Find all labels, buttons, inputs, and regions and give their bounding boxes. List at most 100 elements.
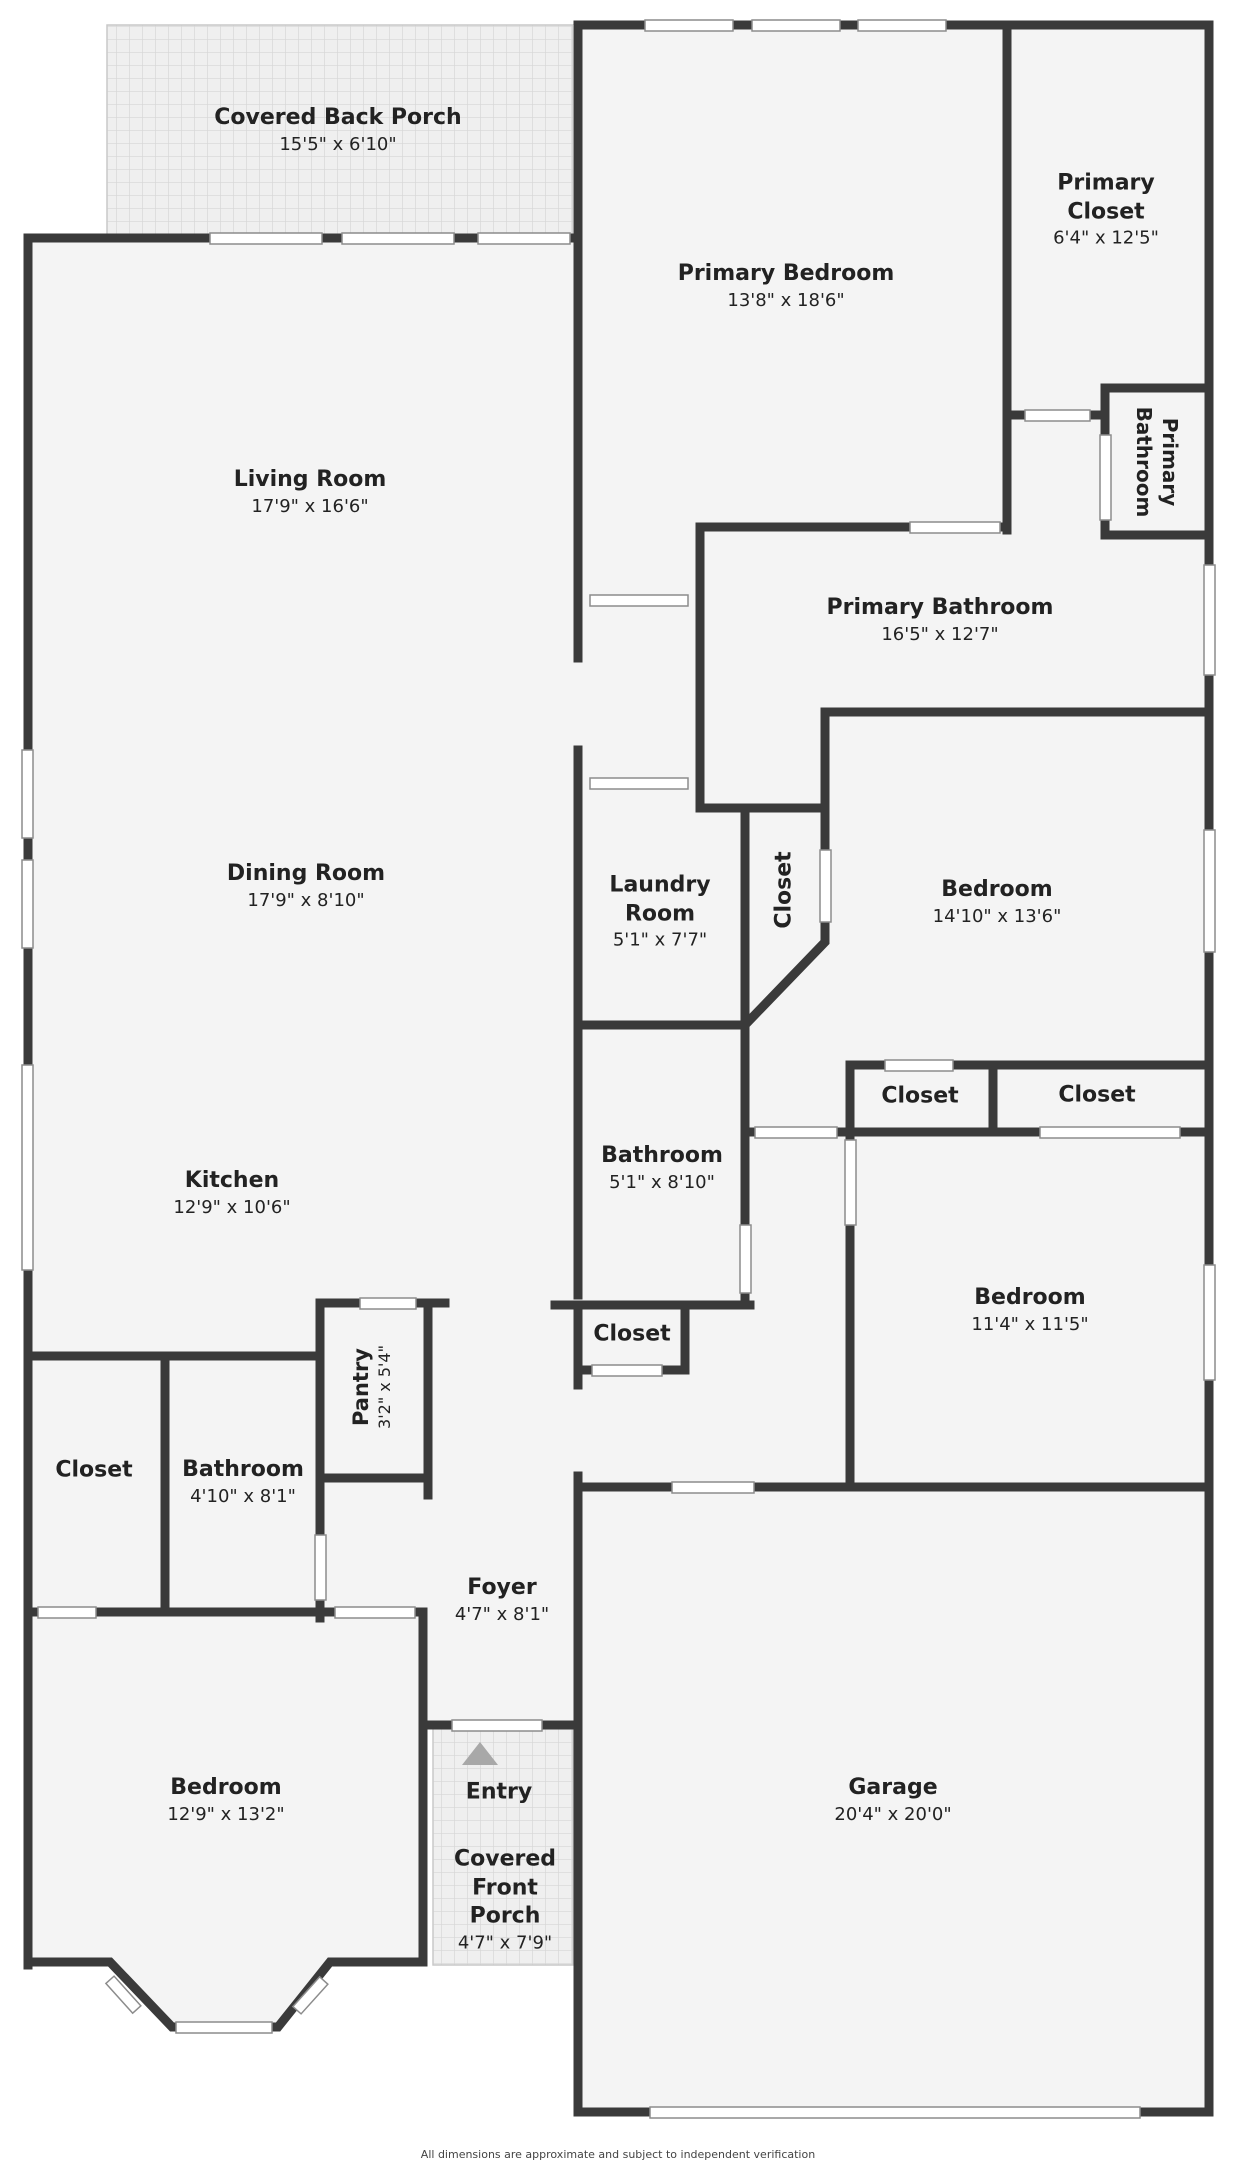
room-name: Primary Bathroom <box>826 595 1054 621</box>
label-garage: Garage 20'4" x 20'0" <box>834 1774 951 1826</box>
label-closet-front: Closet <box>55 1457 132 1486</box>
door-bedroom3 <box>844 1139 857 1226</box>
label-closet-laundry: Closet <box>771 851 800 928</box>
room-dimensions: 4'7" x 8'1" <box>454 1603 550 1625</box>
label-primary-bathroom: Primary Bathroom 16'5" x 12'7" <box>827 594 1054 646</box>
room-dimensions: 3'2" x 5'4" <box>375 1345 395 1429</box>
door-closet-a <box>884 1059 954 1072</box>
room-name: Garage <box>848 1775 938 1801</box>
room-name: Foyer <box>467 1575 537 1601</box>
window-suite-top-1 <box>644 19 734 32</box>
door-pantry <box>359 1297 417 1310</box>
room-name: Bathroom <box>182 1457 304 1483</box>
label-dining-room: Dining Room 17'9" x 8'10" <box>227 860 385 912</box>
door-closet-front <box>37 1606 97 1619</box>
room-dimensions: 15'5" x 6'10" <box>279 133 397 155</box>
label-living-room: Living Room 17'9" x 16'6" <box>234 466 387 518</box>
label-bathroom-hall: Bathroom 5'1" x 8'10" <box>601 1142 723 1194</box>
door-laundry <box>589 777 689 790</box>
label-pantry: Pantry 3'2" x 5'4" <box>348 1345 396 1429</box>
room-name: Primary Closet <box>1057 170 1155 225</box>
room-name: Pantry <box>348 1347 373 1427</box>
label-closet-hall: Closet <box>593 1321 670 1350</box>
front-porch-floor <box>432 1726 574 1966</box>
room-dimensions: 6'4" x 12'5" <box>1053 227 1159 249</box>
door-bedroom-front <box>334 1606 416 1619</box>
wall-bedroom2-left <box>738 707 830 1032</box>
door-front-entry <box>451 1719 543 1732</box>
room-dimensions: 12'9" x 13'2" <box>167 1803 285 1825</box>
label-covered-front-porch: Covered Front Porch 4'7" x 7'9" <box>443 1845 568 1954</box>
room-name: Living Room <box>233 467 387 493</box>
living-area-floor <box>28 238 573 1353</box>
window-dining-1 <box>21 749 34 839</box>
window-bay-left <box>104 1975 142 2015</box>
room-dimensions: 17'9" x 8'10" <box>247 889 365 911</box>
room-name: Bedroom <box>974 1285 1086 1311</box>
label-entry: Entry <box>466 1779 532 1808</box>
label-primary-closet: Primary Closet 6'4" x 12'5" <box>1041 170 1171 251</box>
window-primary-bath <box>1203 564 1216 676</box>
front-rooms-floor <box>28 1353 333 1613</box>
room-name: Closet <box>881 1083 959 1109</box>
room-name: Closet <box>55 1457 133 1483</box>
room-name: Closet <box>593 1321 671 1347</box>
label-bedroom-front: Bedroom 12'9" x 13'2" <box>167 1774 284 1826</box>
room-dimensions: 16'5" x 12'7" <box>881 623 999 645</box>
foyer-floor <box>318 1300 575 1728</box>
room-dimensions: 11'4" x 11'5" <box>971 1313 1089 1335</box>
label-covered-back-porch: Covered Back Porch 15'5" x 6'10" <box>214 104 461 156</box>
room-name: Bathroom <box>601 1143 723 1169</box>
room-name: Bedroom <box>941 877 1053 903</box>
room-dimensions: 17'9" x 16'6" <box>251 495 369 517</box>
primary-suite-floor <box>573 25 1209 1487</box>
door-primary-bath <box>909 521 1001 534</box>
door-primary-bath-small <box>1099 434 1112 521</box>
label-foyer: Foyer 4'7" x 8'1" <box>455 1574 549 1626</box>
window-living-2 <box>341 232 455 245</box>
room-dimensions: 20'4" x 20'0" <box>834 1803 952 1825</box>
window-bedroom3 <box>1203 1264 1216 1381</box>
floor-areas <box>28 24 1209 2110</box>
garage-door <box>649 2106 1141 2119</box>
label-bedroom-2: Bedroom 14'10" x 13'6" <box>933 876 1062 928</box>
room-dimensions: 12'9" x 10'6" <box>173 1196 291 1218</box>
room-name: Dining Room <box>226 861 386 887</box>
room-dimensions: 13'8" x 18'6" <box>727 289 845 311</box>
entry-arrow-icon <box>462 1742 498 1765</box>
label-closet-a: Closet <box>881 1083 958 1112</box>
disclaimer-text: All dimensions are approximate and subje… <box>420 2148 816 2160</box>
window-dining-2 <box>21 859 34 949</box>
label-primary-bedroom: Primary Bedroom 13'8" x 18'6" <box>678 260 895 312</box>
room-name: Primary Bedroom <box>677 261 895 287</box>
garage-floor <box>578 1487 1209 2110</box>
door-hall-closet <box>591 1364 663 1377</box>
door-closet-b <box>1039 1126 1181 1139</box>
room-dimensions: 5'1" x 8'10" <box>609 1171 715 1193</box>
room-name: Bedroom <box>170 1775 282 1801</box>
door-closet <box>1024 409 1091 422</box>
door-bathroom-front <box>314 1534 327 1601</box>
window-suite-top-3 <box>857 19 947 32</box>
window-bedroom2 <box>1203 829 1216 953</box>
room-dimensions: 5'1" x 7'7" <box>612 929 708 951</box>
room-name: Covered Back Porch <box>214 105 462 131</box>
room-name: Laundry Room <box>609 872 711 927</box>
label-primary-bathroom-small: Primary Bathroom <box>1131 392 1183 532</box>
window-suite-top-2 <box>751 19 841 32</box>
room-name: Kitchen <box>184 1168 280 1194</box>
room-name: Closet <box>1058 1082 1136 1108</box>
room-name: Covered Front Porch <box>453 1846 557 1929</box>
room-dimensions: 14'10" x 13'6" <box>932 905 1062 927</box>
back-porch-floor <box>106 24 574 236</box>
windows-and-doors <box>21 19 1216 2119</box>
room-dimensions: 4'10" x 8'1" <box>190 1485 296 1507</box>
label-bathroom-front: Bathroom 4'10" x 8'1" <box>182 1456 304 1508</box>
door-garage-interior <box>671 1481 755 1494</box>
room-name: Entry <box>465 1779 533 1805</box>
label-closet-b: Closet <box>1058 1082 1135 1111</box>
door-back-porch <box>477 232 571 245</box>
label-laundry-room: Laundry Room 5'1" x 7'7" <box>600 872 720 953</box>
